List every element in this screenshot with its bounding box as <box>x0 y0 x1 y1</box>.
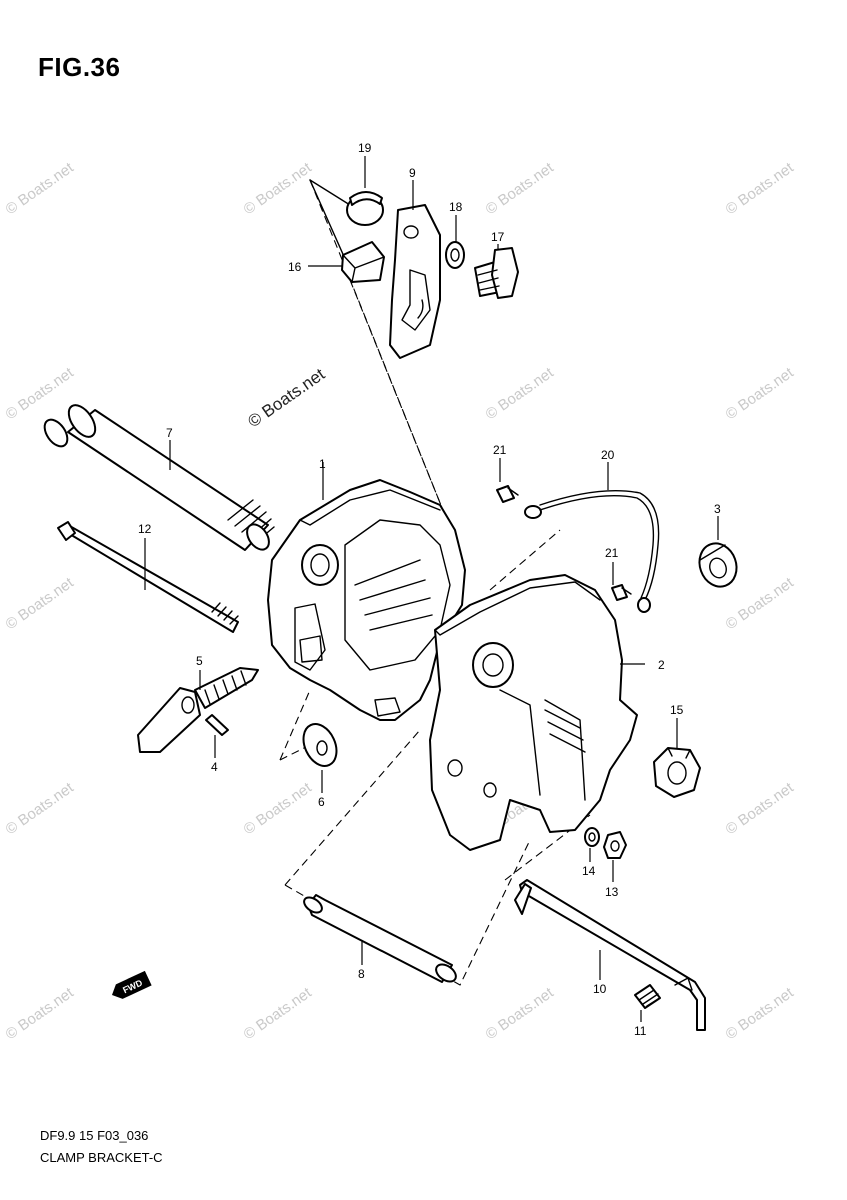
watermark-dark: © Boats.net <box>244 364 328 431</box>
part-9-lever <box>389 204 441 359</box>
watermark: © Boats.net <box>241 779 316 838</box>
callout-8: 8 <box>358 967 365 981</box>
part-3-bushing <box>698 542 738 588</box>
watermark: © Boats.net <box>723 364 798 423</box>
diagram-code: DF9.9 15 F03_036 <box>40 1128 149 1143</box>
callout-20: 20 <box>601 448 615 462</box>
callout-18: 18 <box>449 200 463 214</box>
part-19-cap <box>346 191 384 226</box>
callout-14: 14 <box>582 864 596 878</box>
callout-7: 7 <box>166 426 173 440</box>
part-1-clamp-bracket <box>267 479 466 721</box>
callout-2: 2 <box>658 658 665 672</box>
callout-3: 3 <box>714 502 721 516</box>
part-5-thumb-screw <box>137 667 259 753</box>
part-20-lead-wire <box>524 490 660 613</box>
part-11-spring <box>634 984 661 1009</box>
part-14-washer <box>584 827 600 847</box>
callout-11: 11 <box>634 1024 647 1038</box>
watermark: © Boats.net <box>241 984 316 1043</box>
callout-6: 6 <box>318 795 325 809</box>
watermark: © Boats.net <box>723 574 798 633</box>
part-4-pin <box>205 714 229 736</box>
part-2-clamp-bracket <box>429 574 638 851</box>
part-16-block <box>341 241 385 283</box>
watermark: © Boats.net <box>3 159 78 218</box>
part-7-shaft <box>43 404 275 551</box>
watermark: © Boats.net <box>483 984 558 1043</box>
part-17-bolt <box>474 247 519 299</box>
part-12-rod <box>57 521 239 633</box>
callout-labels: 19 9 18 17 16 7 1 21 20 3 12 21 2 5 15 4… <box>138 141 721 1038</box>
leader-lines <box>144 156 719 1022</box>
callout-13: 13 <box>605 885 619 899</box>
watermark: © Boats.net <box>3 364 78 423</box>
figure-title: FIG.36 <box>38 52 121 82</box>
part-15-nut <box>653 747 701 798</box>
callout-16: 16 <box>288 260 302 274</box>
diagram-name: CLAMP BRACKET-C <box>40 1150 163 1165</box>
watermark: © Boats.net <box>483 364 558 423</box>
callout-19: 19 <box>358 141 372 155</box>
part-13-nut <box>603 831 627 859</box>
watermark: © Boats.net <box>3 984 78 1043</box>
fwd-badge: FWD <box>112 970 152 999</box>
watermark: © Boats.net <box>3 779 78 838</box>
callout-1: 1 <box>319 457 326 471</box>
part-8-pipe <box>303 894 457 983</box>
callout-15: 15 <box>670 703 684 717</box>
part-6-plate <box>302 723 338 767</box>
part-18-washer <box>445 241 465 269</box>
callout-10: 10 <box>593 982 607 996</box>
callout-21-bottom: 21 <box>605 546 619 560</box>
part-10-tilt-rod <box>514 879 706 1031</box>
callout-12: 12 <box>138 522 152 536</box>
watermark: © Boats.net <box>723 779 798 838</box>
watermark: © Boats.net <box>723 984 798 1043</box>
callout-5: 5 <box>196 654 203 668</box>
part-21-screws <box>496 485 632 601</box>
callout-9: 9 <box>409 166 416 180</box>
callout-21-top: 21 <box>493 443 507 457</box>
watermark: © Boats.net <box>483 159 558 218</box>
watermark: © Boats.net <box>723 159 798 218</box>
watermark: © Boats.net <box>241 159 316 218</box>
callout-4: 4 <box>211 760 218 774</box>
callout-17: 17 <box>491 230 505 244</box>
watermark: © Boats.net <box>3 574 78 633</box>
